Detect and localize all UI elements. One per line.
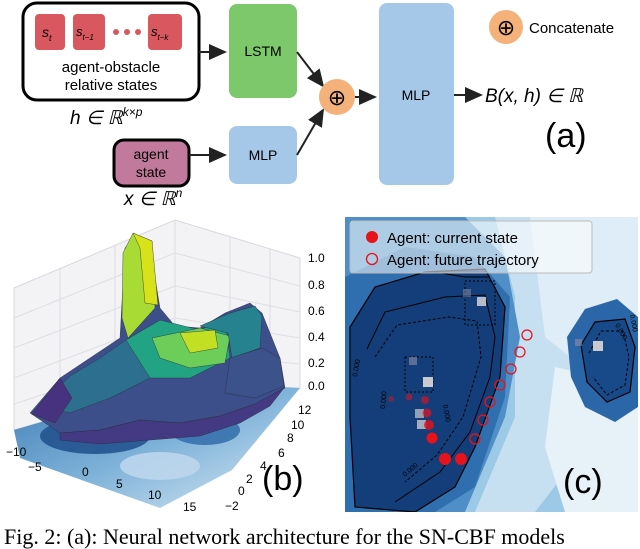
- y-axis: 12 10 8 6 4 2 0 −2: [225, 403, 312, 513]
- panel-label-b: (b): [262, 460, 304, 498]
- agent-box-label-line1: agent: [133, 146, 168, 162]
- surface-mesh: [29, 232, 286, 445]
- state-token-st-k: [148, 14, 182, 50]
- z-tick: 1.0: [308, 251, 325, 265]
- agent-math: x ∈ ℝn: [123, 186, 183, 210]
- panel-label-c: (c): [563, 463, 603, 501]
- floor-blob: [120, 452, 200, 480]
- main-mlp-label: MLP: [402, 87, 431, 103]
- x-tick: 10: [148, 488, 162, 502]
- history-math: h ∈ ℝk×p: [70, 105, 143, 129]
- agent-mlp-block: [229, 126, 297, 184]
- obstacle-region-right-inner: [580, 318, 636, 403]
- contour-label: 0.000: [628, 314, 638, 333]
- concat-legend-symbol: ⊕: [497, 15, 515, 40]
- ellipsis-dot: [113, 29, 119, 35]
- contour-label: 0.000: [352, 359, 362, 378]
- arrow-lstm-to-concat: [296, 51, 325, 88]
- z-tick: 0.6: [308, 304, 325, 318]
- obstacle-markers: [409, 289, 603, 429]
- agent-future-trajectory: [469, 329, 533, 445]
- legend-future-label: Agent: future trajectory: [387, 252, 539, 269]
- agent-current-states: [388, 393, 467, 465]
- output-math: B(x, h) ∈ ℝ: [485, 86, 584, 107]
- state-token-st-1: [73, 14, 105, 50]
- y-tick: −2: [225, 499, 239, 513]
- token-label-st-1: st−1: [76, 24, 94, 42]
- state-token-st: [35, 14, 65, 50]
- x-tick: −10: [6, 445, 27, 459]
- architecture-diagram: st st−1 st−k agent-obstacle relative sta…: [21, 1, 614, 210]
- x-tick: 15: [183, 500, 197, 514]
- concat-node: [319, 79, 355, 115]
- ellipsis-dot: [135, 29, 141, 35]
- token-label-st: st: [42, 24, 52, 43]
- arrow-mlp-to-concat: [296, 108, 325, 156]
- history-box-label-line2: relative states: [65, 77, 158, 94]
- y-tick: 0: [238, 484, 245, 498]
- legend-future-marker: [365, 252, 379, 266]
- legend-box: [349, 220, 593, 274]
- concat-legend-icon: [489, 10, 523, 44]
- z-tick: 0.8: [308, 278, 325, 292]
- ellipsis-dot: [124, 29, 130, 35]
- z-tick: 0.0: [308, 379, 325, 393]
- y-tick: 4: [260, 459, 267, 473]
- obstacle-region-left: [349, 268, 506, 512]
- token-label-st-k: st−k: [151, 24, 169, 42]
- x-axis: −10 −5 0 5 10 15: [6, 445, 197, 514]
- z-tick: 0.4: [308, 330, 325, 344]
- z-tick: 0.2: [308, 356, 325, 370]
- concat-symbol: ⊕: [328, 85, 346, 110]
- y-tick: 10: [291, 418, 305, 432]
- agent-mlp-label: MLP: [249, 147, 278, 163]
- agent-box-label-line2: state: [136, 164, 167, 180]
- z-axis: 1.0 0.8 0.6 0.4 0.2 0.0: [308, 251, 325, 393]
- surface-plot: 1.0 0.8 0.6 0.4 0.2 0.0 −10 −5 0 5 10 15…: [6, 219, 325, 514]
- x-tick: −5: [28, 460, 42, 474]
- lstm-label: LSTM: [244, 43, 281, 59]
- figure-caption: Fig. 2: (a): Neural network architecture…: [4, 524, 565, 549]
- y-tick: 6: [278, 446, 285, 460]
- contour-plot: 0.000 0.000 0.000 0.000 0.000 0.000: [345, 217, 638, 512]
- main-mlp-block: [379, 3, 454, 185]
- x-tick: 5: [116, 477, 123, 491]
- concat-legend-label: Concatenate: [529, 20, 614, 37]
- y-tick: 2: [246, 472, 253, 486]
- legend-current-marker: [366, 231, 378, 243]
- panel-label-a: (a): [545, 117, 587, 155]
- contour-label: 0.000: [441, 404, 451, 423]
- x-tick: 0: [82, 465, 89, 479]
- contour-label: 0.000: [380, 391, 389, 409]
- y-tick: 12: [298, 403, 312, 417]
- lstm-block: [229, 4, 297, 98]
- history-box-label-line1: agent-obstacle: [62, 59, 160, 76]
- legend-current-label: Agent: current state: [387, 230, 518, 247]
- y-tick: 8: [287, 431, 294, 445]
- agent-state-box: [112, 138, 191, 188]
